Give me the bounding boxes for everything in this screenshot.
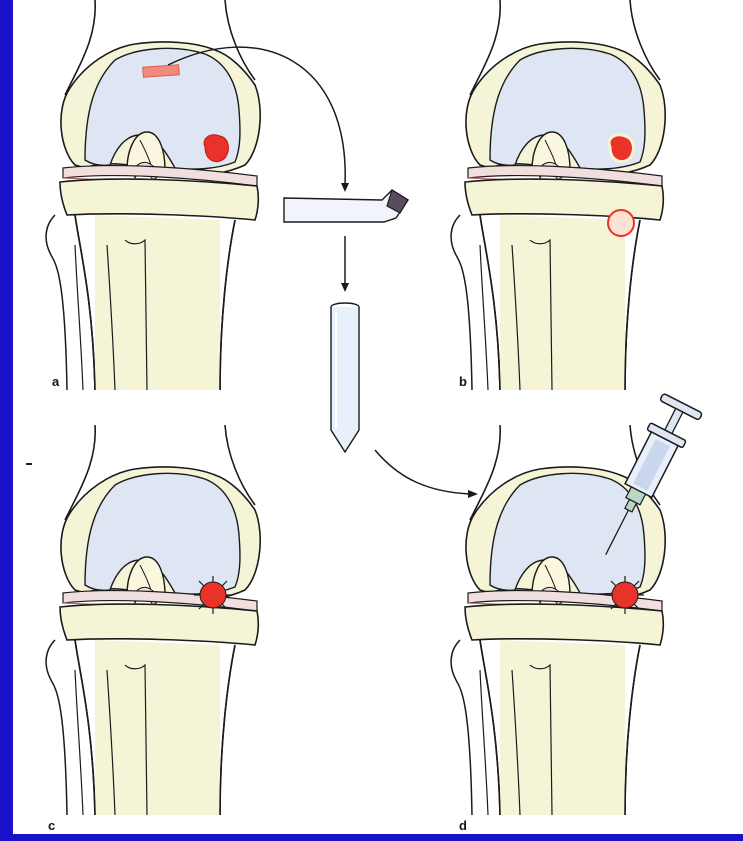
- knee-panel-c: [46, 425, 260, 815]
- panel-label-b: b: [459, 374, 467, 389]
- cartilage-defect-icon: [204, 135, 228, 162]
- tibial-mark-icon: [608, 210, 634, 236]
- knee-panel-a: [46, 0, 260, 390]
- arrowhead-icon: [341, 283, 349, 292]
- arrowhead-icon: [341, 183, 349, 192]
- arrowhead-icon: [468, 490, 478, 498]
- knee-panel-b: [451, 0, 665, 390]
- panel-label-a: a: [52, 374, 59, 389]
- panel-label-c: c: [48, 818, 55, 833]
- stray-mark: [26, 463, 32, 465]
- culture-tube-icon: [331, 303, 359, 452]
- harvest-site-icon: [143, 65, 180, 77]
- panel-label-d: d: [459, 818, 467, 833]
- cartilage-defect-icon: [609, 135, 633, 162]
- sutured-patch-icon: [606, 576, 644, 614]
- flow-arrow-icon: [375, 450, 470, 494]
- sutured-patch-icon: [194, 576, 232, 614]
- cartilage-chip-icon: [284, 190, 408, 222]
